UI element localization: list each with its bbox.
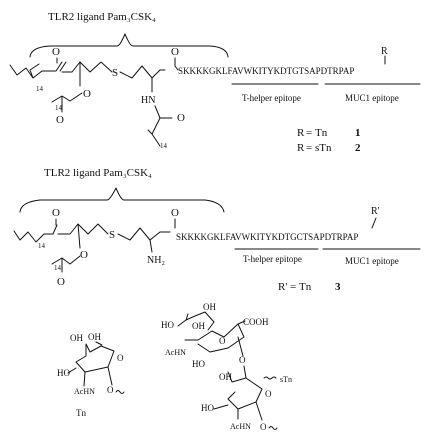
tn-oh-2: OH bbox=[88, 332, 101, 342]
top-compound-2: R = sTn 2 bbox=[297, 142, 361, 154]
tn-anomeric-bond bbox=[107, 366, 113, 386]
top-oxygen-4: O bbox=[56, 114, 64, 126]
top-cys-chain bbox=[119, 65, 166, 79]
top-oxygen-3: O bbox=[83, 88, 91, 100]
stn-c6-bond bbox=[243, 365, 247, 379]
tn-linker-wavy bbox=[115, 390, 125, 394]
tn-sugar-structure: OH OH HO O AcHN O Tn bbox=[57, 332, 125, 418]
top-subscript-2: 14 bbox=[55, 104, 63, 112]
bottom-oxygen-4: O bbox=[57, 276, 65, 288]
bottom-glycerol-backbone bbox=[57, 223, 109, 235]
stn-oh-mid: OH bbox=[192, 321, 205, 331]
bottom-peptide-sequence: SKKKKGKLFAVWKITYKDTGCTSAPDTRPAP bbox=[176, 232, 358, 242]
stn-anomeric-bond bbox=[255, 401, 263, 421]
stn-ring-oxygen-2: O bbox=[265, 389, 272, 399]
stn-ring-oxygen-1: O bbox=[219, 336, 226, 346]
stn-wavy-link bbox=[263, 376, 277, 380]
top-oxygen-5: O bbox=[177, 112, 185, 124]
top-structure: TLR2 ligand Pam₃CSK₄ 14 O S O SKKKKGKLFA… bbox=[9, 11, 421, 154]
top-hn-acyl-chain bbox=[147, 105, 173, 147]
bottom-nh2-bond bbox=[149, 239, 153, 253]
bottom-oxygen-3: O bbox=[80, 249, 88, 261]
top-peptide-sequence: SKKKKGKLFAVWKITYKDTGTSAPDTRPAP bbox=[178, 66, 354, 76]
compound-1-name: Tn bbox=[315, 127, 328, 139]
bottom-muc1-label: MUC1 epitope bbox=[345, 256, 399, 266]
top-subscript-1: 14 bbox=[36, 85, 44, 93]
stn-galnac-ring bbox=[227, 371, 263, 410]
bottom-structure: TLR2 ligand Pam₃CSK₄ 14 O S O SKKKKGKLFA… bbox=[13, 167, 421, 293]
bottom-sulfur: S bbox=[109, 229, 115, 241]
top-muc1-label: MUC1 epitope bbox=[345, 93, 399, 103]
compound-3-r: R' bbox=[278, 281, 287, 293]
compound-1-number: 1 bbox=[355, 127, 361, 139]
svg-text:=: = bbox=[306, 142, 312, 154]
compound-1-r: R bbox=[297, 127, 305, 139]
stn-link-bond bbox=[237, 336, 244, 357]
tn-ring-oxygen: O bbox=[117, 353, 124, 363]
stn-cooh: COOH bbox=[243, 317, 269, 327]
top-compound-1: R = Tn 1 bbox=[297, 127, 361, 139]
stn-achn-2: AcHN bbox=[230, 422, 251, 431]
stn-ho-left: HO bbox=[161, 320, 174, 330]
stn-sialic-sidechain bbox=[177, 311, 215, 331]
bottom-t-helper-label: T-helper epitope bbox=[243, 254, 302, 264]
bottom-palmitoyl-chain-1 bbox=[13, 224, 58, 243]
top-oxygen-1: O bbox=[52, 46, 60, 58]
stn-name: sTn bbox=[280, 375, 292, 384]
stn-oh-gal: OH bbox=[219, 372, 232, 382]
compound-3-number: 3 bbox=[335, 281, 341, 293]
bottom-cys-chain bbox=[117, 227, 171, 241]
tn-achn: AcHN bbox=[74, 387, 95, 396]
bottom-brace bbox=[19, 187, 225, 213]
bottom-r-label: R' bbox=[371, 206, 380, 217]
compound-3-name: Tn bbox=[299, 281, 312, 293]
tn-nhac-bond bbox=[83, 371, 86, 387]
bottom-header: TLR2 ligand Pam₃CSK₄ bbox=[44, 167, 152, 179]
top-glycerol-backbone bbox=[61, 61, 113, 73]
top-t-helper-label: T-helper epitope bbox=[242, 93, 301, 103]
top-brace bbox=[29, 33, 229, 58]
top-header: TLR2 ligand Pam₃CSK₄ bbox=[48, 11, 156, 23]
bottom-nh2-label: NH₂ bbox=[147, 255, 165, 266]
bottom-compound-3: R' = Tn 3 bbox=[278, 281, 341, 293]
svg-text:=: = bbox=[306, 127, 312, 139]
top-palmitoyl-chain-1 bbox=[9, 61, 67, 79]
tn-c6-bond bbox=[95, 341, 103, 346]
compound-2-name: sTn bbox=[315, 142, 332, 154]
bottom-oxygen-2: O bbox=[171, 207, 179, 219]
top-oxygen-2: O bbox=[171, 46, 179, 58]
svg-text:=: = bbox=[290, 281, 296, 293]
top-sulfur: S bbox=[112, 67, 118, 79]
tn-oh-1: OH bbox=[70, 333, 83, 343]
bottom-palmitoyl-chain-2 bbox=[51, 255, 81, 273]
stn-ho-3: HO bbox=[201, 403, 214, 413]
bottom-subscript-2: 14 bbox=[54, 264, 62, 272]
stn-glycosidic-oxygen: O bbox=[260, 422, 267, 432]
stn-cooh-bond bbox=[237, 320, 246, 325]
stn-achn: AcHN bbox=[165, 348, 186, 357]
tn-glycosidic-oxygen: O bbox=[107, 385, 114, 395]
compound-2-r: R bbox=[297, 142, 305, 154]
top-subscript-3: 14 bbox=[160, 142, 168, 150]
stn-sugar-structure: OH HO OH COOH AcHN O HO O OH sTn HO O Ac… bbox=[161, 302, 292, 432]
stn-ho3-bond bbox=[213, 404, 229, 410]
tn-ho-bond bbox=[67, 367, 77, 374]
top-palmitoyl-chain-2 bbox=[51, 92, 83, 113]
tn-name: Tn bbox=[76, 408, 86, 418]
top-hn-label: HN bbox=[141, 95, 155, 106]
bottom-r-bond bbox=[371, 217, 377, 229]
tn-ho: HO bbox=[57, 368, 70, 378]
stn-linker-wavy bbox=[268, 426, 278, 430]
stn-ho-2: HO bbox=[192, 359, 205, 369]
stn-oh-top: OH bbox=[203, 302, 216, 312]
bottom-oxygen-1: O bbox=[52, 207, 60, 219]
stn-link-oxygen: O bbox=[239, 355, 246, 365]
bottom-glycerol-ester-bond bbox=[77, 223, 81, 249]
bottom-subscript-1: 14 bbox=[38, 242, 46, 250]
top-amide-bond bbox=[174, 65, 179, 71]
compound-2-number: 2 bbox=[355, 142, 361, 154]
top-r-label: R bbox=[381, 46, 388, 57]
